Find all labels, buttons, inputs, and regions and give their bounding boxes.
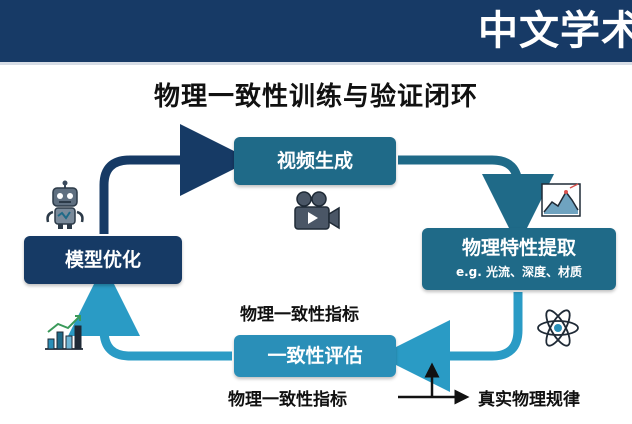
node-feature-extraction: 物理特性提取 e.g. 光流、深度、材质	[422, 228, 616, 290]
arrow-video-to-extract	[398, 155, 554, 246]
arrow-extract-to-eval	[378, 292, 523, 392]
robot-icon	[46, 180, 84, 229]
diagram-title: 物理一致性训练与验证闭环	[153, 82, 478, 112]
header-bar: 中文学术	[0, 0, 632, 65]
header-title: 中文学术	[478, 8, 632, 54]
node-feature-extraction-examples: e.g. 光流、深度、材质	[455, 265, 583, 279]
atom-icon	[537, 309, 579, 347]
node-video-generation: 视频生成	[234, 137, 396, 185]
chart-icon	[541, 183, 581, 217]
label-metric-top: 物理一致性指标	[240, 305, 359, 325]
node-feature-extraction-title: 物理特性提取	[461, 237, 576, 259]
label-metric-bottom: 物理一致性指标	[228, 390, 347, 410]
node-consistency-eval: 一致性评估	[234, 335, 396, 377]
arrow-eval-to-model	[68, 264, 232, 361]
bar-chart-icon	[45, 315, 83, 350]
node-model-optimization: 模型优化	[24, 236, 182, 284]
movie-camera-icon	[294, 191, 340, 230]
label-physics-laws: 真实物理规律	[478, 390, 580, 410]
arrow-model-to-video	[99, 124, 252, 234]
